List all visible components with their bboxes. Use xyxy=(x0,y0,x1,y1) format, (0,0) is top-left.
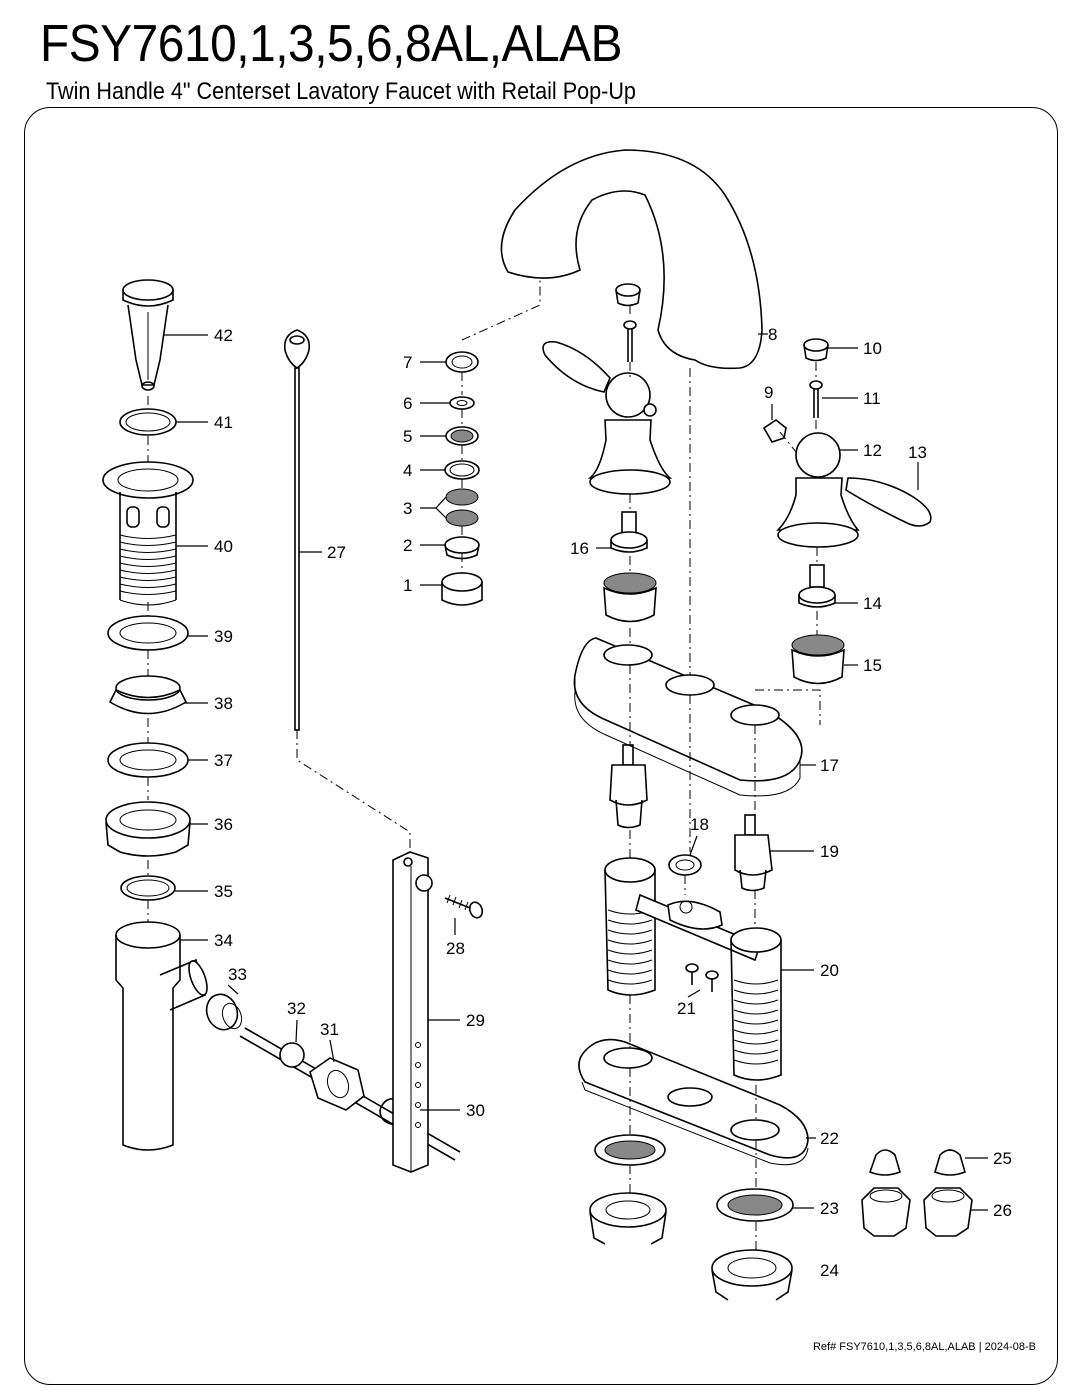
part-6-washer xyxy=(449,396,475,410)
callout-28: 28 xyxy=(446,939,465,958)
callout-24: 24 xyxy=(820,1261,839,1280)
callout-7: 7 xyxy=(403,353,412,372)
leader-lines xyxy=(164,333,988,1211)
valve-stem-left xyxy=(609,744,648,829)
callout-2: 2 xyxy=(403,536,412,555)
callout-27: 27 xyxy=(327,543,346,562)
part-27-lift-rod xyxy=(283,329,311,731)
callout-22: 22 xyxy=(820,1129,839,1148)
callout-23: 23 xyxy=(820,1199,839,1218)
part-15-bonnet-nut xyxy=(791,634,845,685)
part-5-flow-restrictor xyxy=(445,426,479,446)
part-37-washer xyxy=(107,742,189,778)
part-40-drain-body xyxy=(102,461,194,606)
callout-40: 40 xyxy=(214,537,233,556)
part-18-o-ring xyxy=(668,854,702,876)
part-20-valve-body xyxy=(604,857,782,1081)
callout-41: 41 xyxy=(214,413,233,432)
callout-35: 35 xyxy=(214,882,233,901)
callout-26: 26 xyxy=(993,1201,1012,1220)
callout-20: 20 xyxy=(820,961,839,980)
part-38-cone-gasket xyxy=(108,675,188,715)
part-26-coupling-nuts xyxy=(861,1187,973,1237)
part-39-washer xyxy=(107,615,189,651)
callout-5: 5 xyxy=(403,427,412,446)
callout-38: 38 xyxy=(214,694,233,713)
part-33-pivot-nut xyxy=(205,993,243,1031)
part-7-washer xyxy=(445,351,479,373)
part-24-mounting-nuts xyxy=(589,1192,793,1301)
part-22-base-plate xyxy=(578,1038,809,1166)
part-36-locknut xyxy=(105,801,191,857)
handle-lever-left xyxy=(542,340,611,393)
drawing-frame xyxy=(24,107,1058,1385)
callout-16: 16 xyxy=(570,539,589,558)
callout-9: 9 xyxy=(764,383,773,402)
callout-36: 36 xyxy=(214,815,233,834)
callout-42: 42 xyxy=(214,326,233,345)
callout-19: 19 xyxy=(820,842,839,861)
part-31-pivot-nut xyxy=(309,1057,365,1111)
part-4-washer xyxy=(444,460,480,480)
callout-10: 10 xyxy=(863,339,882,358)
callout-30: 30 xyxy=(466,1101,485,1120)
callout-39: 39 xyxy=(214,627,233,646)
callout-15: 15 xyxy=(863,656,882,675)
callout-12: 12 xyxy=(863,441,882,460)
part-16-cartridge-left xyxy=(610,511,648,553)
part-23-gaskets xyxy=(594,1134,794,1222)
part-17-escutcheon xyxy=(573,637,803,797)
part-21-screws xyxy=(685,963,719,992)
callout-14: 14 xyxy=(863,594,882,613)
callout-29: 29 xyxy=(466,1011,485,1030)
callout-17: 17 xyxy=(820,756,839,775)
part-35-gasket xyxy=(120,875,176,901)
part-1-aerator-housing xyxy=(441,572,483,606)
callout-11: 11 xyxy=(863,389,881,408)
callout-33: 33 xyxy=(228,965,247,984)
diagram-subtitle: Twin Handle 4" Centerset Lavatory Faucet… xyxy=(46,78,636,105)
handle-body-left xyxy=(587,372,673,495)
callout-4: 4 xyxy=(403,461,412,480)
callout-21: 21 xyxy=(677,999,696,1018)
callout-34: 34 xyxy=(214,931,233,950)
part-3-screens xyxy=(445,488,479,527)
part-12-handle-body xyxy=(776,432,860,548)
part-29-extension-strap xyxy=(392,851,433,1173)
callout-3: 3 xyxy=(403,499,412,518)
part-11-screw xyxy=(809,380,823,418)
callout-18: 18 xyxy=(690,815,709,834)
reference-footer: Ref# FSY7610,1,3,5,6,8AL,ALAB | 2024-08-… xyxy=(812,1341,1036,1353)
part-11-screw-left xyxy=(623,320,637,362)
part-13-lever xyxy=(845,477,932,527)
part-42-stopper xyxy=(122,279,174,391)
callout-37: 37 xyxy=(214,751,233,770)
assembly-centerlines xyxy=(147,280,821,1250)
callout-13: 13 xyxy=(908,443,927,462)
part-25-ferrules xyxy=(868,1149,966,1176)
callout-6: 6 xyxy=(403,394,412,413)
part-9-set-screw xyxy=(762,419,787,443)
diagram-title: FSY7610,1,3,5,6,8AL,ALAB xyxy=(40,15,623,73)
part-8-spout xyxy=(500,149,763,370)
callout-25: 25 xyxy=(993,1149,1012,1168)
callout-32: 32 xyxy=(287,999,306,1018)
part-10-index-button xyxy=(803,338,829,362)
callouts: 42 41 40 39 38 37 36 35 34 33 32 31 29 3… xyxy=(214,325,1012,1280)
callout-1: 1 xyxy=(403,576,412,595)
bonnet-nut-left xyxy=(603,572,657,623)
callout-31: 31 xyxy=(320,1020,339,1039)
part-14-cartridge xyxy=(798,564,836,608)
callout-8: 8 xyxy=(768,325,777,344)
part-34-tailpiece xyxy=(115,921,208,1151)
part-10-index-button-left xyxy=(615,283,641,307)
part-28-screw xyxy=(444,894,484,919)
part-19-valve-stem xyxy=(734,814,773,892)
